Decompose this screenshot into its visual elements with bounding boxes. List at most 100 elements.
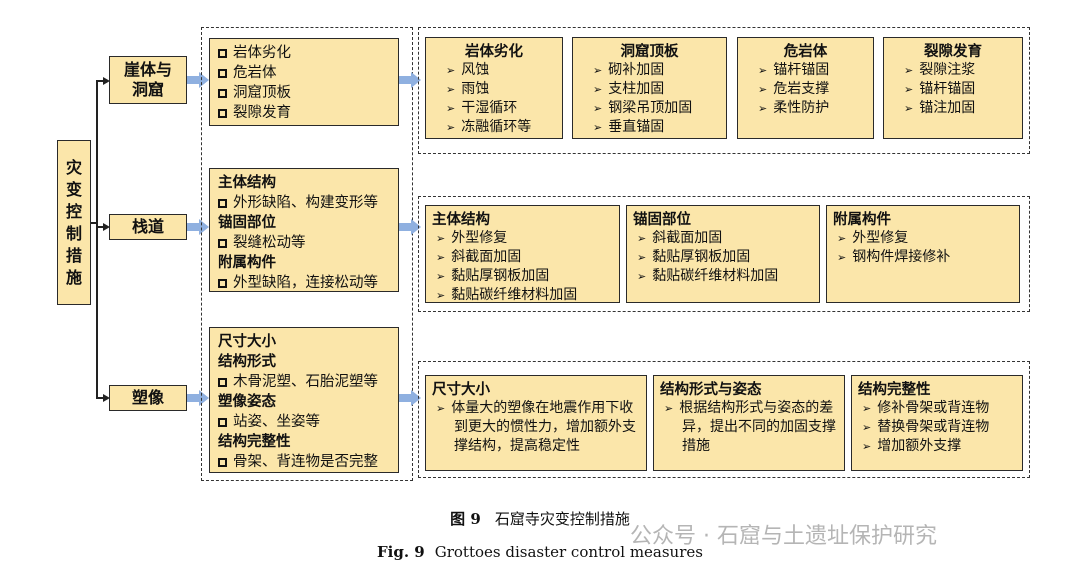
measure-box: 主体结构➢外型修复➢斜截面加固➢黏贴厚钢板加固➢黏贴碳纤维材料加固 (425, 205, 620, 303)
list-heading: 锚固部位 (218, 213, 390, 233)
list-item: 岩体劣化 (218, 43, 390, 63)
measure-item: ➢干湿循环 (432, 99, 556, 118)
bullet-arrow-icon: ➢ (593, 83, 603, 96)
bullet-arrow-icon: ➢ (593, 121, 603, 134)
list-item: 站姿、坐姿等 (218, 412, 390, 432)
measure-box: 尺寸大小➢体量大的塑像在地震作用下收到更大的惯性力，增加额外支撑结构，提高稳定性 (425, 375, 647, 471)
checkbox-square-icon (218, 199, 227, 208)
bullet-arrow-icon: ➢ (436, 251, 446, 264)
measure-item: ➢锚注加固 (890, 99, 1016, 118)
checkbox-square-icon (218, 458, 227, 467)
measure-title: 岩体劣化 (465, 43, 523, 60)
measure-item-text: 修补骨架或背连物 (877, 400, 990, 416)
list-item-text: 塑像姿态 (218, 393, 276, 410)
list-item-text: 裂缝松动等 (233, 235, 306, 251)
right-dashed-frame-3 (418, 361, 1030, 478)
measure-item: ➢ 冻融循环等 (432, 118, 556, 137)
measure-title: 洞窟顶板 (620, 43, 679, 60)
measure-box: 裂隙发育 ➢ 裂隙注浆 ➢ 锚杆锚固 ➢锚注加固 (883, 37, 1023, 139)
category-label: 塑像 (131, 388, 164, 407)
caption-number: Fig. 9 (377, 543, 425, 561)
measure-item: ➢ 斜截面加固 (432, 248, 613, 267)
branch-arrowhead-2 (103, 223, 110, 231)
measure-item-text: 砌补加固 (608, 62, 665, 78)
list-heading: 结构完整性 (218, 432, 390, 452)
measure-item: ➢根据结构形式与姿态的差异，提出不同的加固支撑措施 (660, 399, 838, 456)
arrow-icon (399, 219, 421, 235)
list-item: 外形缺陷、构建变形等 (218, 193, 390, 213)
measure-item-text: 风蚀 (461, 62, 490, 78)
root-char: 措 (65, 245, 82, 265)
branch-line-3 (96, 397, 104, 399)
measure-item-text: 黏贴厚钢板加固 (652, 249, 751, 265)
measure-item: ➢体量大的塑像在地震作用下收到更大的惯性力，增加额外支撑结构，提高稳定性 (432, 399, 640, 456)
list-item: 危岩体 (218, 63, 390, 83)
list-heading: 塑像姿态 (218, 392, 390, 412)
checkbox-square-icon (218, 109, 227, 118)
measure-item: ➢雨蚀 (432, 80, 556, 99)
measure-title: 附属构件 (833, 211, 891, 228)
list-item-text: 尺寸大小 (218, 333, 276, 350)
trunk-line (96, 80, 98, 398)
category-cliff-caves: 崖体与 洞窟 (109, 56, 187, 104)
measure-item-text: 黏贴碳纤维材料加固 (652, 268, 779, 284)
mid-dashed-frame (201, 27, 413, 481)
bullet-arrow-icon: ➢ (904, 64, 914, 77)
measure-title: 尺寸大小 (432, 381, 490, 398)
bullet-arrow-icon: ➢ (904, 83, 914, 96)
branch-arrowhead-1 (103, 77, 110, 85)
measure-box: 洞窟顶板➢砌补加固➢支柱加固➢钢梁吊顶加固➢垂直锚固 (572, 37, 727, 139)
mid-box-plank: 主体结构外形缺陷、构建变形等锚固部位裂缝松动等附属构件外型缺陷，连接松动等 (209, 168, 399, 292)
checkbox-square-icon (218, 49, 227, 58)
measure-item: ➢柔性防护 (744, 99, 867, 118)
list-item-text: 主体结构 (218, 174, 276, 191)
measure-item-text: 雨蚀 (461, 81, 490, 97)
measure-item: ➢黏贴厚钢板加固 (432, 267, 613, 286)
list-item-text: 站姿、坐姿等 (233, 414, 320, 430)
measure-box: 结构形式与姿态➢根据结构形式与姿态的差异，提出不同的加固支撑措施 (653, 375, 845, 471)
checkbox-square-icon (218, 418, 227, 427)
measure-item-text: 危岩支撑 (773, 81, 830, 97)
list-item: 外型缺陷，连接松动等 (218, 273, 390, 293)
list-item: 洞窟顶板 (218, 83, 390, 103)
arrow-icon (187, 219, 209, 235)
measure-item-text: 外型修复 (852, 230, 909, 246)
measure-item: ➢风蚀 (432, 61, 556, 80)
bullet-arrow-icon: ➢ (758, 83, 768, 96)
measure-item-text: 斜截面加固 (451, 249, 522, 265)
list-item-text: 危岩体 (233, 65, 277, 81)
list-heading: 附属构件 (218, 253, 390, 273)
bullet-arrow-icon: ➢ (446, 121, 456, 134)
checkbox-square-icon (218, 279, 227, 288)
caption-number: 图 9 (450, 510, 481, 528)
measure-item-text: 替换骨架或背连物 (877, 419, 990, 435)
measure-item: ➢黏贴碳纤维材料加固 (633, 267, 813, 286)
measure-item: ➢钢梁吊顶加固 (579, 99, 720, 118)
category-statues: 塑像 (109, 385, 187, 411)
measure-item-text: 斜截面加固 (652, 230, 723, 246)
measure-box: 危岩体➢锚杆锚固➢危岩支撑➢柔性防护 (737, 37, 874, 139)
bullet-arrow-icon: ➢ (862, 421, 872, 434)
measure-item-text: 锚杆锚固 (919, 81, 976, 97)
bullet-arrow-icon: ➢ (436, 270, 446, 283)
mid-box-statue: 尺寸大小结构形式木骨泥塑、石胎泥塑等塑像姿态站姿、坐姿等结构完整性骨架、背连物是… (209, 327, 399, 473)
checkbox-square-icon (218, 378, 227, 387)
list-item: 木骨泥塑、石胎泥塑等 (218, 372, 390, 392)
measure-title: 裂隙发育 (924, 43, 982, 60)
bullet-arrow-icon: ➢ (862, 440, 872, 453)
measure-item-text: 冻融循环等 (461, 119, 532, 135)
branch-line-2 (96, 226, 104, 228)
measure-item-text: 垂直锚固 (608, 119, 665, 135)
category-label: 栈道 (131, 217, 164, 236)
measure-box: 附属构件➢外型修复➢钢构件焊接修补 (826, 205, 1020, 303)
measure-item-text: 增加额外支撑 (877, 438, 962, 454)
measure-item-text: 裂隙注浆 (919, 62, 976, 78)
measure-item-text: 黏贴碳纤维材料加固 (451, 287, 578, 303)
measure-item-text: 柔性防护 (773, 100, 830, 116)
root-char: 制 (65, 223, 82, 243)
measure-title: 锚固部位 (633, 211, 691, 228)
measure-item: ➢ 裂隙注浆 (890, 61, 1016, 80)
measure-item-text: 锚注加固 (919, 100, 976, 116)
measure-item: ➢砌补加固 (579, 61, 720, 80)
